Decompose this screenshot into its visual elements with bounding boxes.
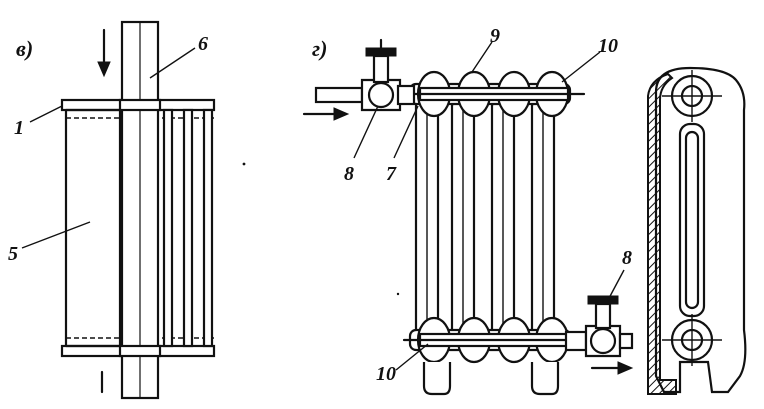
callout-10-top: 10 [598, 35, 618, 57]
inlet-arrow-icon [302, 107, 350, 121]
panel-v-convector [21, 20, 216, 400]
radiator-side-view [647, 66, 747, 395]
bottom-header [402, 316, 586, 364]
panel-label-g: г) [312, 36, 327, 61]
callout-1: 1 [14, 117, 24, 139]
callout-10-bottom: 10 [376, 363, 396, 385]
radiator-feet [422, 362, 560, 396]
convector-casing [64, 108, 122, 348]
callout-6: 6 [198, 33, 208, 55]
callout-8-bottom: 8 [622, 247, 632, 269]
inlet-valve [302, 38, 416, 121]
radiator-columns [414, 98, 556, 342]
convector-fins [162, 108, 214, 348]
panel-g-radiator [302, 38, 634, 396]
top-header [408, 70, 586, 118]
callout-5: 5 [8, 243, 18, 265]
outlet-valve [564, 295, 634, 375]
flow-arrow-down-icon [97, 28, 111, 78]
callout-7: 7 [386, 163, 397, 185]
callout-9: 9 [490, 25, 500, 47]
callout-8-top: 8 [344, 163, 354, 185]
panel-label-v: в) [16, 36, 33, 61]
outlet-arrow-icon [590, 361, 634, 375]
